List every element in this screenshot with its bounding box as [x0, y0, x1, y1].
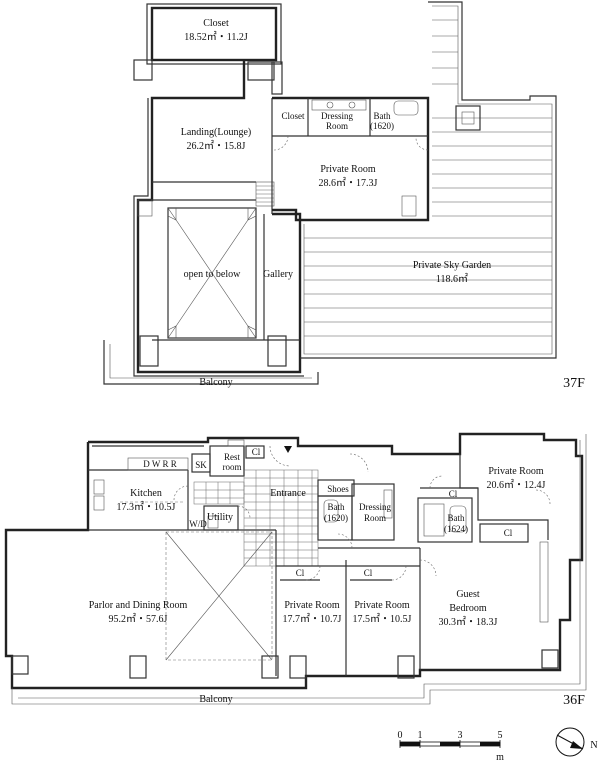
label-balcony-36: Balcony: [199, 694, 232, 705]
label-bath-1: Bath: [374, 111, 391, 121]
label-cl-rest: Cl: [252, 447, 261, 457]
label-dressing-36-1: Dressing: [359, 502, 391, 512]
compass-icon: N: [555, 727, 598, 757]
label-shoes: Shoes: [327, 484, 349, 494]
label-closet-area: 18.52㎡・11.2J: [184, 31, 248, 43]
floor-label-36f: 36F: [563, 693, 585, 708]
label-entrance: Entrance: [270, 488, 306, 499]
label-cl-guest: Cl: [449, 489, 458, 499]
scale-unit: m: [496, 752, 504, 763]
label-dressing-36-2: Room: [364, 513, 386, 523]
label-private-room-37-area: 28.6㎡・17.3J: [319, 177, 378, 189]
label-balcony-37: Balcony: [199, 377, 232, 388]
label-landing: Landing(Lounge): [181, 127, 252, 138]
label-private-room-a-area: 17.7㎡・10.7J: [283, 613, 342, 625]
label-bath-36-2: (1620): [324, 513, 348, 523]
label-guest-2: Bedroom: [449, 603, 486, 614]
label-bath-1624-1: Bath: [448, 513, 465, 523]
entrance-marker-icon: [284, 446, 292, 453]
label-guest-area: 30.3㎡・18.3J: [439, 616, 498, 628]
label-landing-area: 26.2㎡・15.8J: [187, 140, 246, 152]
label-private-room-a: Private Room: [284, 600, 339, 611]
label-parlor: Parlor and Dining Room: [89, 600, 188, 611]
label-parlor-area: 95.2㎡・57.6J: [109, 613, 168, 625]
label-guest-1: Guest: [456, 589, 480, 600]
floor-label-37f: 37F: [563, 376, 585, 391]
scale-tick-1: 1: [418, 730, 423, 741]
label-private-room-ne: Private Room: [488, 466, 543, 477]
floor-37f-plan: [103, 1, 557, 385]
label-private-room-b: Private Room: [354, 600, 409, 611]
label-sky-garden: Private Sky Garden: [413, 260, 491, 271]
label-gallery: Gallery: [263, 269, 293, 280]
label-wd: W/D: [189, 519, 207, 529]
label-dressing-2: Room: [326, 121, 348, 131]
compass-north-label: N: [590, 740, 597, 751]
label-private-room-b-area: 17.5㎡・10.5J: [353, 613, 412, 625]
label-cl-ne: Cl: [504, 528, 513, 538]
label-dressing-1: Dressing: [321, 111, 353, 121]
scale-tick-0: 0: [398, 730, 403, 741]
floor-36f-plan: [4, 432, 587, 705]
scale-tick-3: 3: [458, 730, 463, 741]
label-rest-1: Rest: [224, 452, 241, 462]
label-closet-small: Closet: [281, 111, 305, 121]
label-bath-36-1: Bath: [328, 502, 345, 512]
label-sk: SK: [195, 460, 207, 470]
label-bath-1624-2: (1624): [444, 524, 468, 534]
label-kitchen-area: 17.3㎡・10.5J: [117, 501, 176, 513]
label-cl-a: Cl: [296, 568, 305, 578]
label-private-room-ne-area: 20.6㎡・12.4J: [487, 479, 546, 491]
label-cl-b: Cl: [364, 568, 373, 578]
scale-bar: 0 1 3 5 m: [398, 730, 505, 763]
label-sky-garden-area: 118.6㎡: [436, 273, 468, 285]
label-utility: Utility: [207, 512, 233, 523]
label-bath-2: (1620): [370, 121, 394, 131]
scale-tick-5: 5: [498, 730, 503, 741]
label-closet: Closet: [203, 18, 229, 29]
label-dwr: D W R R: [143, 459, 176, 469]
label-rest-2: room: [223, 462, 242, 472]
label-private-room-37: Private Room: [320, 164, 375, 175]
label-open-to-below: open to below: [184, 269, 241, 280]
label-kitchen: Kitchen: [130, 488, 162, 499]
